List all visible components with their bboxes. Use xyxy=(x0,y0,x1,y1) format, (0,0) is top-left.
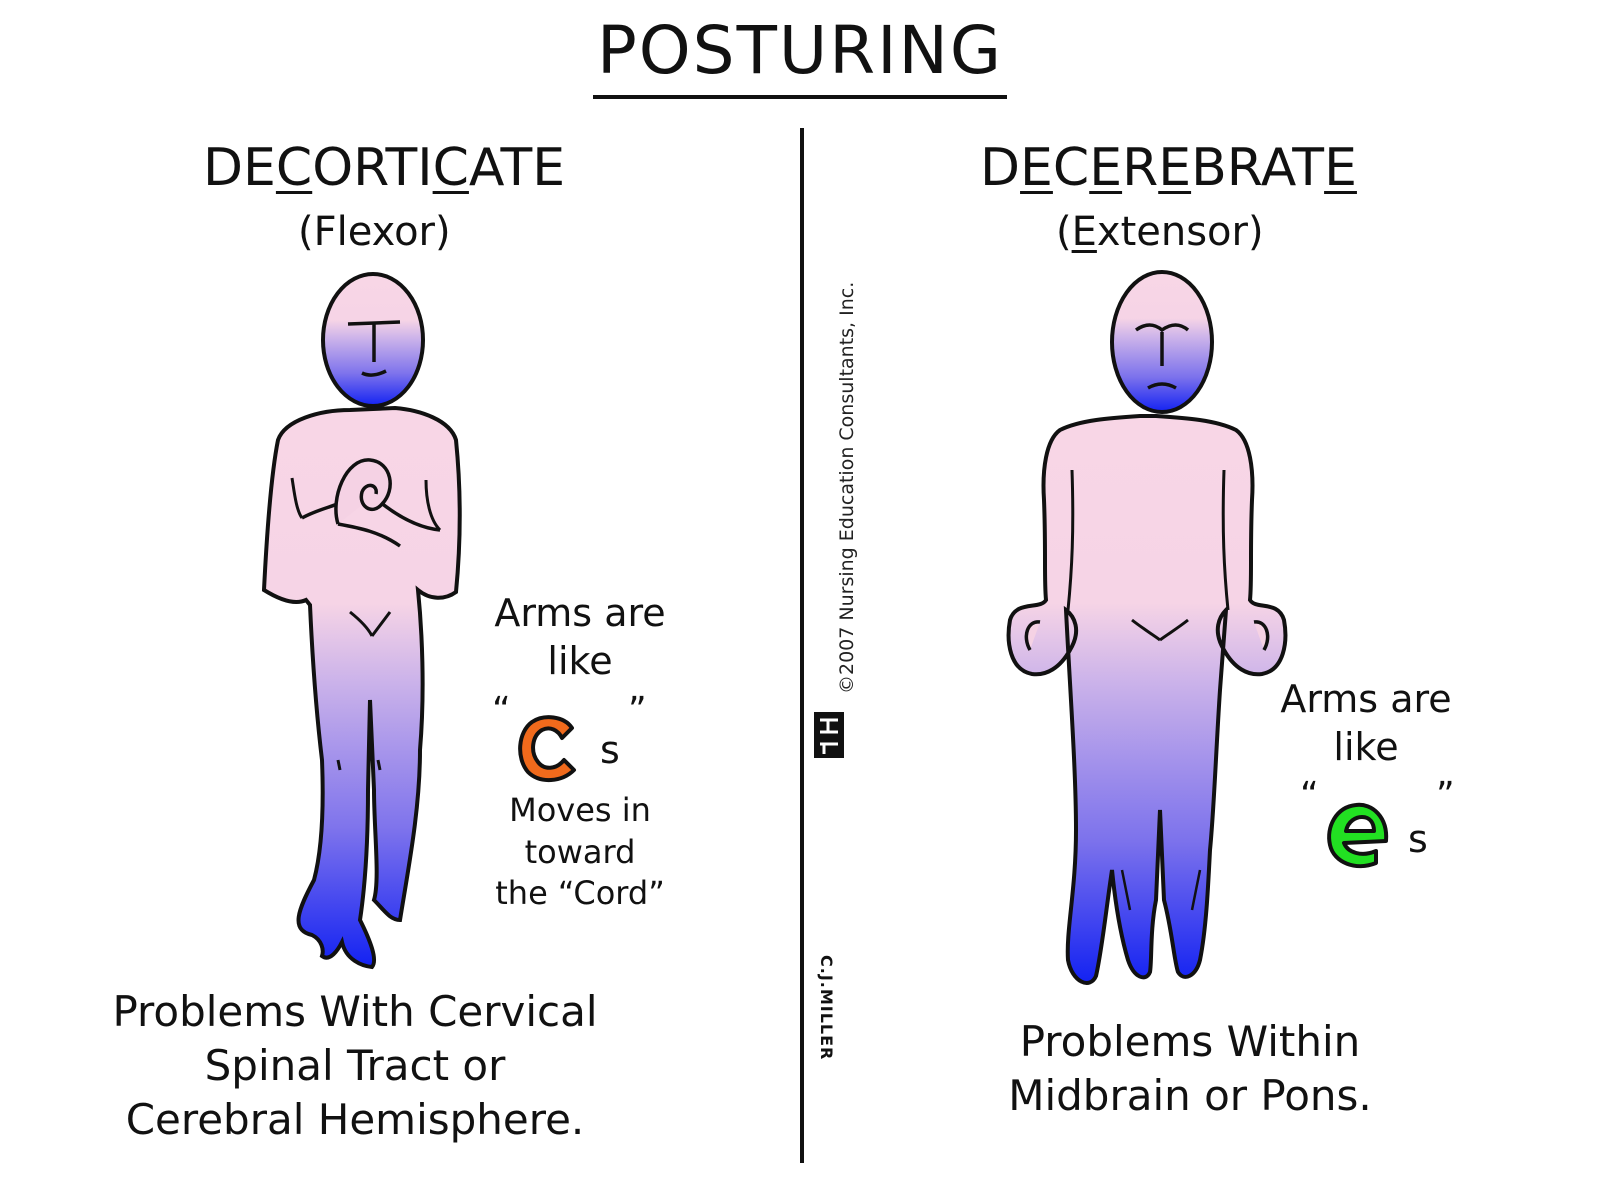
decerebrate-brow xyxy=(1134,323,1190,366)
decerebrate-heading: DECEREBRATE xyxy=(980,138,1357,198)
decorticate-moves-note: Moves in toward the “Cord” xyxy=(465,790,695,915)
decorticate-caption: Problems With Cervical Spinal Tract or C… xyxy=(100,985,610,1146)
caption-line2: Midbrain or Pons. xyxy=(1008,1070,1372,1120)
decerebrate-letter-group: “ s ” xyxy=(1300,775,1470,885)
caption-line3: Cerebral Hemisphere. xyxy=(125,1094,585,1144)
decorticate-note-line1: Arms are xyxy=(494,591,666,635)
quote-open: “ xyxy=(492,690,511,731)
moves-line2: toward xyxy=(524,832,636,871)
quote-close: ” xyxy=(1436,775,1455,816)
plural-s: s xyxy=(600,728,620,772)
center-divider xyxy=(800,128,804,1163)
decorticate-mouth xyxy=(361,369,387,377)
decerebrate-subtitle: (Extensor) xyxy=(1056,209,1264,255)
letter-c-icon xyxy=(518,715,576,782)
caption-line1: Problems With Cervical xyxy=(112,987,598,1036)
page-title: POSTURING xyxy=(0,12,1600,99)
decerebrate-caption: Problems Within Midbrain or Pons. xyxy=(990,1015,1390,1123)
decerebrate-note-line1: Arms are xyxy=(1280,677,1452,721)
quote-close: ” xyxy=(628,690,647,731)
decerebrate-note: Arms are like xyxy=(1246,676,1486,771)
decerebrate-right-hand xyxy=(1253,620,1270,651)
decorticate-body xyxy=(261,405,462,970)
caption-line2: Spinal Tract or xyxy=(204,1040,506,1090)
decorticate-subtitle: (Flexor) xyxy=(298,209,451,255)
decorticate-note: Arms are like xyxy=(455,590,705,685)
quote-open: “ xyxy=(1300,775,1319,816)
moves-line3: the “Cord” xyxy=(495,874,665,913)
decerebrate-mouth xyxy=(1147,382,1177,390)
decorticate-figure xyxy=(261,272,462,970)
decorticate-letter-group: “ s ” xyxy=(492,690,662,790)
moves-line1: Moves in xyxy=(509,791,651,829)
decorticate-brow xyxy=(347,320,401,362)
decorticate-curled-hand xyxy=(334,458,392,525)
decerebrate-figure xyxy=(1006,270,1288,985)
decerebrate-body xyxy=(1006,414,1288,985)
decorticate-heading: DECORTICATE xyxy=(203,138,566,198)
nec-logo-icon xyxy=(814,712,844,758)
plural-s: s xyxy=(1408,817,1428,861)
decerebrate-note-line2: like xyxy=(1333,724,1399,769)
decorticate-note-line2: like xyxy=(547,638,613,683)
caption-line1: Problems Within xyxy=(1019,1017,1361,1066)
decerebrate-left-hand xyxy=(1024,620,1041,651)
letter-e-icon xyxy=(1327,802,1389,869)
